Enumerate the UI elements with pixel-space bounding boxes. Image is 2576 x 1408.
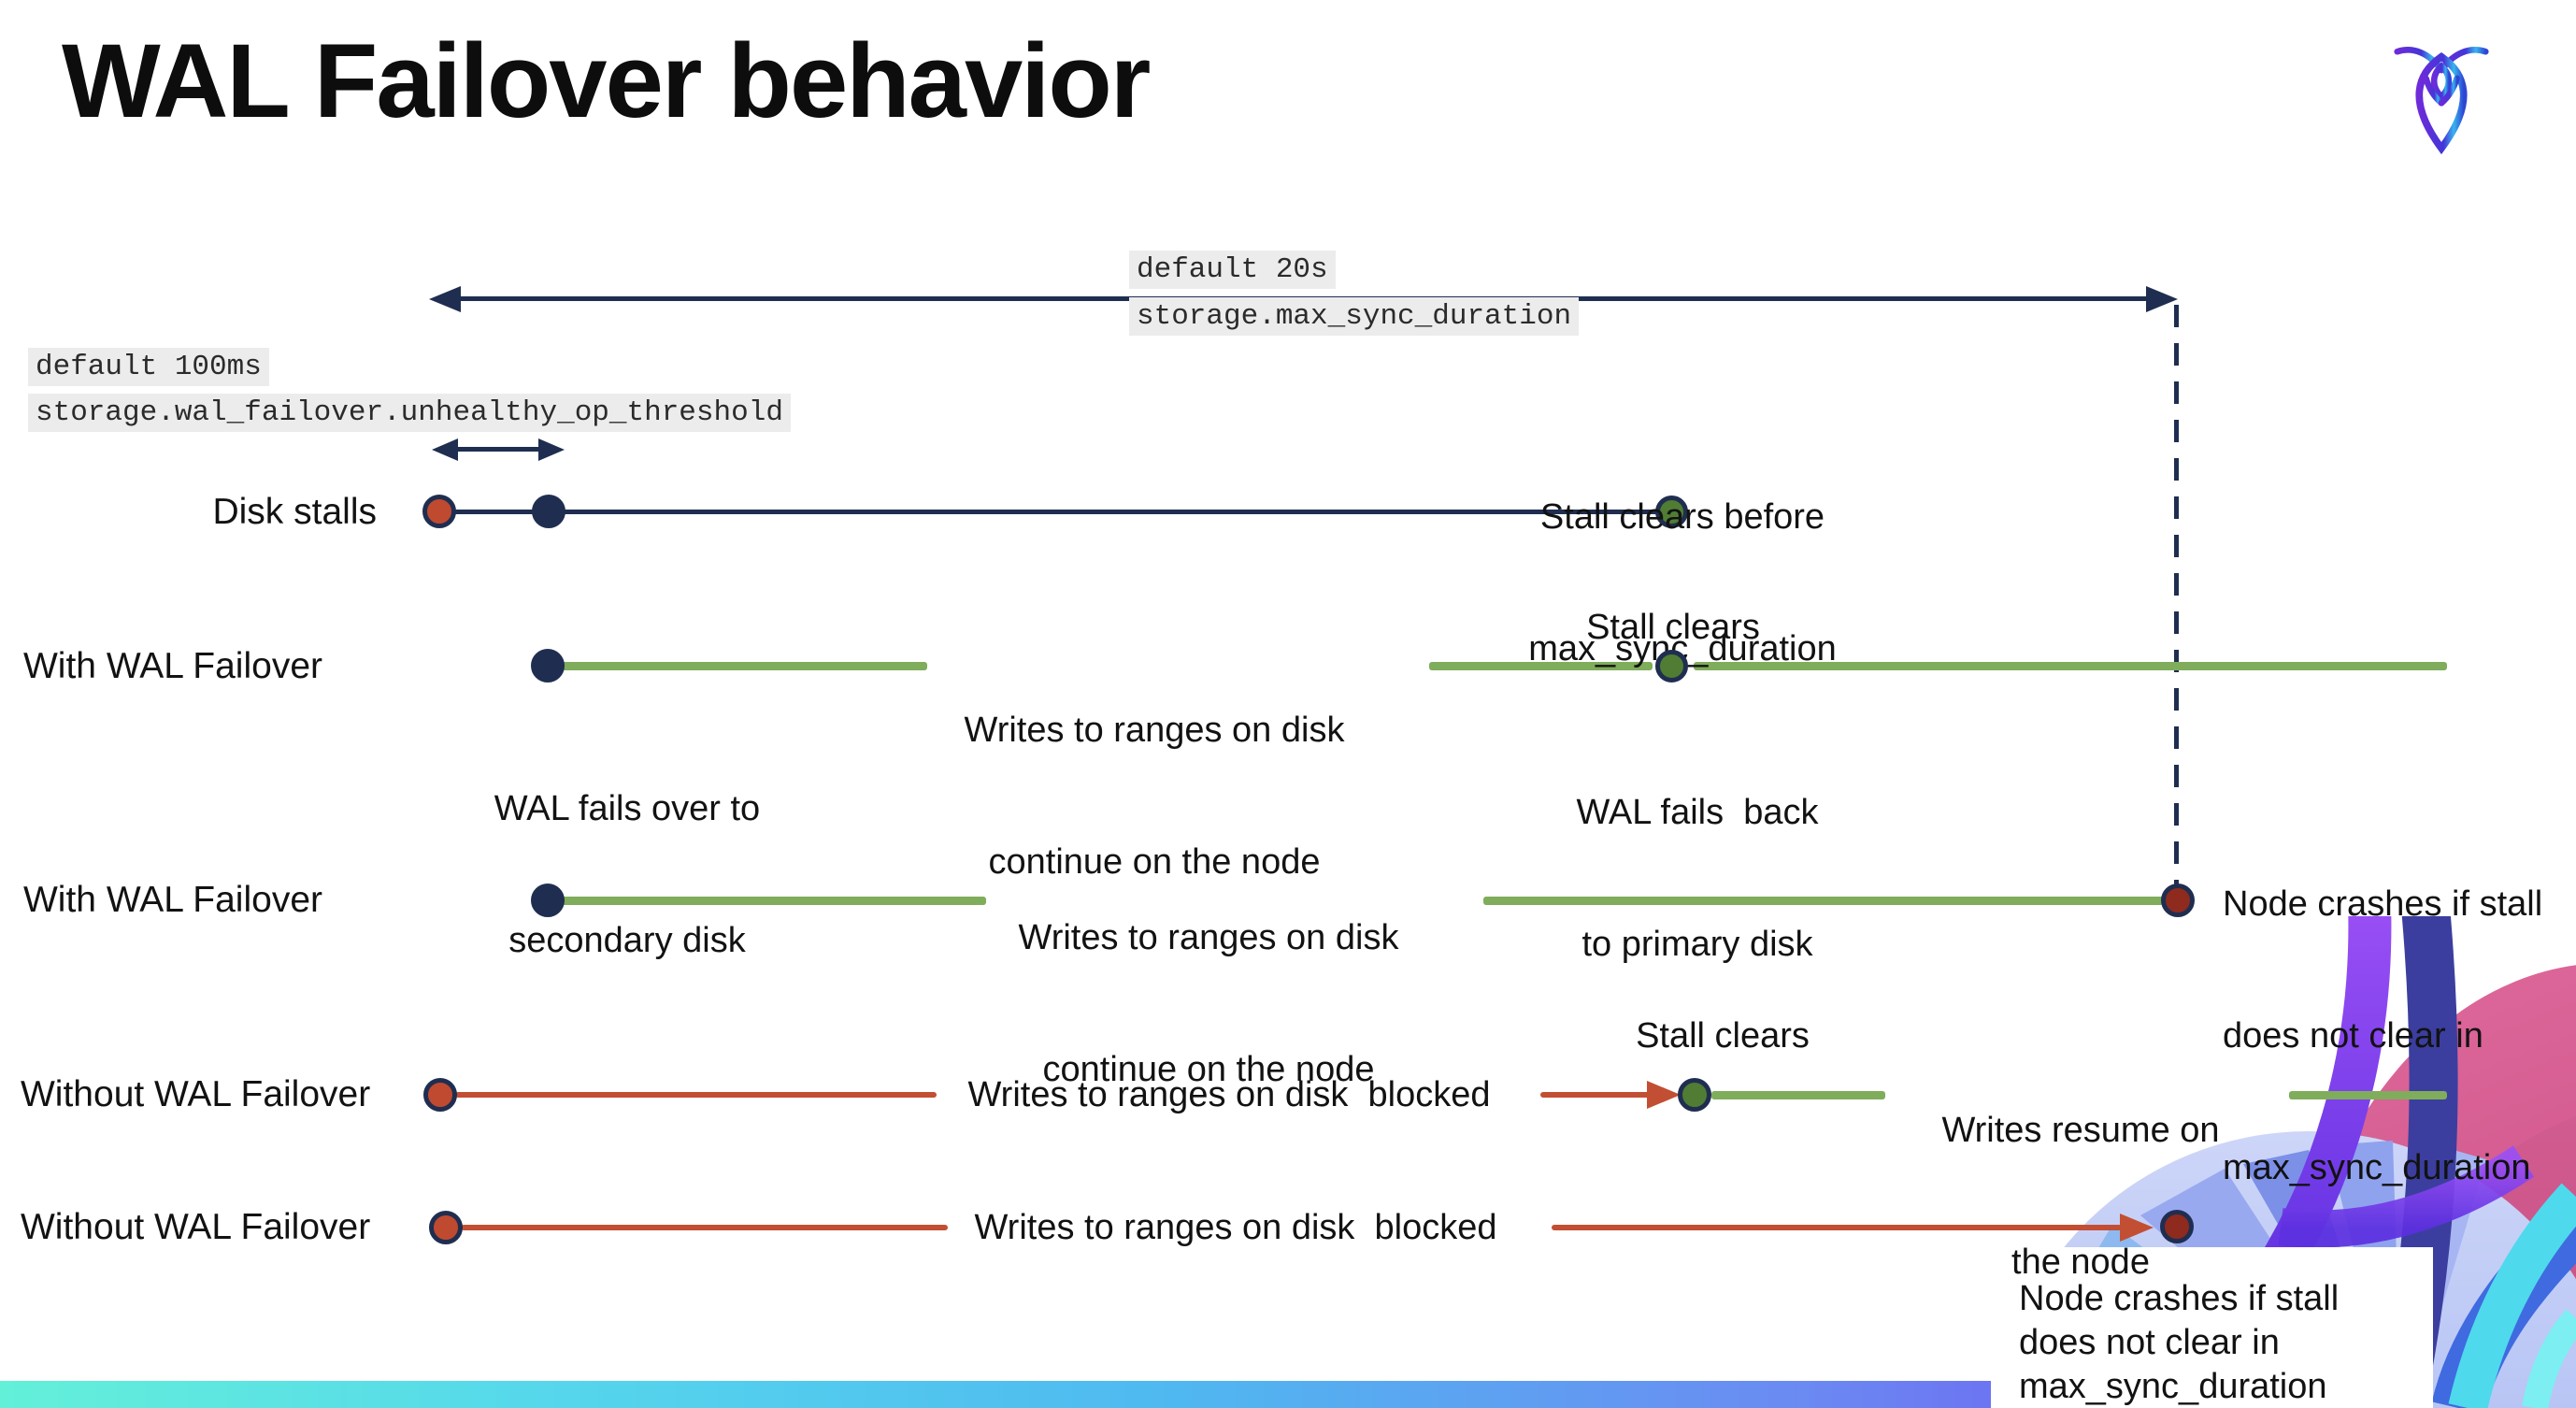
failover-dot [531, 649, 565, 682]
row-label-disk-stalls: Disk stalls [212, 492, 377, 532]
stall-clears-annotation: Stall clears [1636, 1016, 1810, 1056]
stall-clears-before-annotation: Stall clears before max_sync_duration [1496, 408, 1869, 759]
annotation-line: Writes to ranges on disk [1018, 918, 1399, 957]
threshold-arrow-line [454, 447, 542, 452]
writes-blocked-line [455, 1092, 937, 1098]
annotation-line: WAL fails over to [494, 789, 761, 828]
row-label-without-wal-failover: Without WAL Failover [21, 1207, 371, 1247]
writes-blocked-annotation: Writes to ranges on disk blocked [974, 1208, 1497, 1247]
annotation-line: Stall clears before [1539, 497, 1825, 537]
annotation-line: to primary disk [1581, 925, 1813, 964]
stall-start-dot [429, 1211, 463, 1244]
writes-blocked-line [1540, 1092, 1650, 1098]
failover-dot [531, 884, 565, 917]
annotation-line: Writes to ranges on disk [964, 711, 1345, 750]
cockroachdb-logo [2394, 47, 2489, 155]
node-crash-dot [2160, 1210, 2194, 1243]
writes-continue-line [1429, 662, 1653, 670]
page-title: WAL Failover behavior [62, 22, 1151, 139]
max-sync-default-chip: default 20s [1129, 251, 1336, 289]
arrowhead-right-icon [1647, 1081, 1681, 1109]
writes-continue-line [561, 662, 927, 670]
stall-clears-dot [1678, 1078, 1711, 1112]
row-label-with-wal-failover: With WAL Failover [23, 880, 322, 920]
node-crash-dot [2161, 884, 2195, 917]
writes-resume-line [2289, 1091, 2447, 1099]
writes-blocked-line [461, 1225, 948, 1230]
annotation-line: does not clear in [2019, 1323, 2280, 1362]
arrowhead-right-icon [538, 438, 565, 461]
annotation-line: the node [2011, 1243, 2150, 1282]
arrowhead-left-icon [432, 438, 458, 461]
threshold-dot [532, 495, 565, 528]
writes-continue-annotation: Writes to ranges on disk continue on the… [998, 828, 1419, 1180]
annotation-line: max_sync_duration [2223, 1148, 2531, 1187]
stall-clears-annotation: Stall clears [1586, 608, 1760, 647]
annotation-line: does not clear in [2223, 1016, 2483, 1056]
arrowhead-right-icon [2146, 286, 2178, 312]
stall-start-dot [423, 1078, 457, 1112]
annotation-line: Writes resume on [1941, 1111, 2220, 1150]
writes-resume-annotation: Writes resume on the node [1894, 1021, 2268, 1372]
max-sync-setting-chip: storage.max_sync_duration [1129, 297, 1580, 336]
stall-clears-dot [1655, 650, 1688, 682]
row-label-without-wal-failover: Without WAL Failover [21, 1074, 371, 1114]
annotation-line: continue on the node [1042, 1050, 1375, 1089]
wal-fails-back-annotation: WAL fails back to primary disk [1510, 703, 1884, 1055]
threshold-setting-chip: storage.wal_failover.unhealthy_op_thresh… [28, 394, 791, 432]
writes-continue-annotation: Writes to ranges on disk continue on the… [944, 621, 1365, 972]
writes-blocked-annotation: Writes to ranges on disk blocked [967, 1075, 1491, 1114]
annotation-line: WAL fails back [1576, 793, 1819, 832]
writes-continue-line [1483, 897, 2164, 905]
arrowhead-right-icon [2120, 1214, 2154, 1242]
node-crashes-callout: Node crashes if stall does not clear in … [1991, 1247, 2433, 1408]
writes-continue-line [561, 897, 986, 905]
annotation-line: secondary disk [508, 921, 746, 960]
annotation-line: max_sync_duration [2019, 1367, 2327, 1406]
annotation-line: Node crashes if stall [2223, 884, 2543, 924]
max-sync-deadline-dashed-line [2174, 305, 2179, 888]
arrowhead-left-icon [429, 286, 461, 312]
stall-clears-dot [1655, 496, 1688, 528]
disk-stall-timeline [439, 510, 1659, 514]
annotation-line: Node crashes if stall [2019, 1279, 2340, 1318]
annotation-line: continue on the node [988, 842, 1321, 882]
wal-fails-over-annotation: WAL fails over to secondary disk [440, 699, 814, 1051]
row-label-with-wal-failover: With WAL Failover [23, 646, 322, 686]
writes-resume-line [1711, 1091, 1885, 1099]
node-crashes-annotation: Node crashes if stall does not clear in … [2223, 795, 2576, 1278]
threshold-default-chip: default 100ms [28, 348, 269, 386]
stall-start-dot [422, 495, 456, 528]
writes-continue-line [1694, 662, 2447, 670]
writes-blocked-line [1552, 1225, 2122, 1230]
